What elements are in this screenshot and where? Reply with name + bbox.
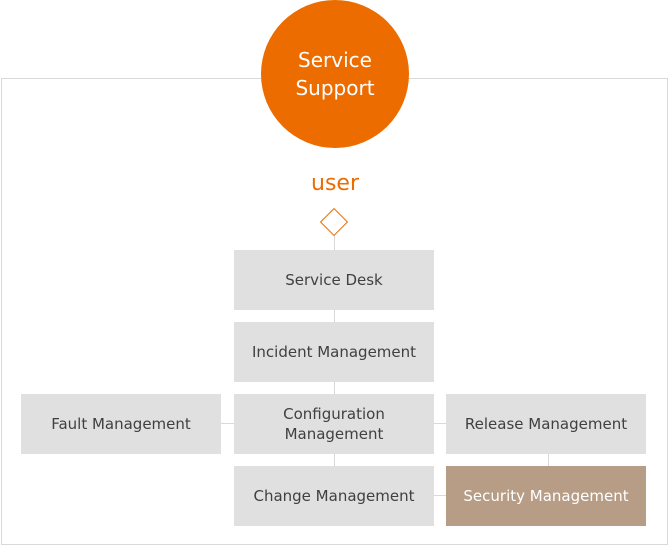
fault-management-box: Fault Management [21, 394, 221, 454]
connector-configuration-to-release [433, 423, 446, 424]
service-desk-box: Service Desk [234, 250, 434, 310]
release-management-box: Release Management [446, 394, 646, 454]
connector-change-to-security [433, 495, 446, 496]
change-management-box: Change Management [234, 466, 434, 526]
configuration-management-box: Configuration Management [234, 394, 434, 454]
connector-incident-to-configuration [334, 381, 335, 394]
connector-release-to-security [548, 453, 549, 466]
security-management-box: Security Management [446, 466, 646, 526]
user-label: user [311, 171, 359, 196]
connector-configuration-to-change [334, 453, 335, 466]
connector-service-desk-to-incident [334, 309, 335, 322]
incident-management-box: Incident Management [234, 322, 434, 382]
service-support-title: Service Support [295, 48, 375, 100]
connector-fault-to-configuration [220, 423, 234, 424]
connector-user-to-service-desk [334, 232, 335, 250]
service-support-circle: Service Support [261, 0, 409, 148]
